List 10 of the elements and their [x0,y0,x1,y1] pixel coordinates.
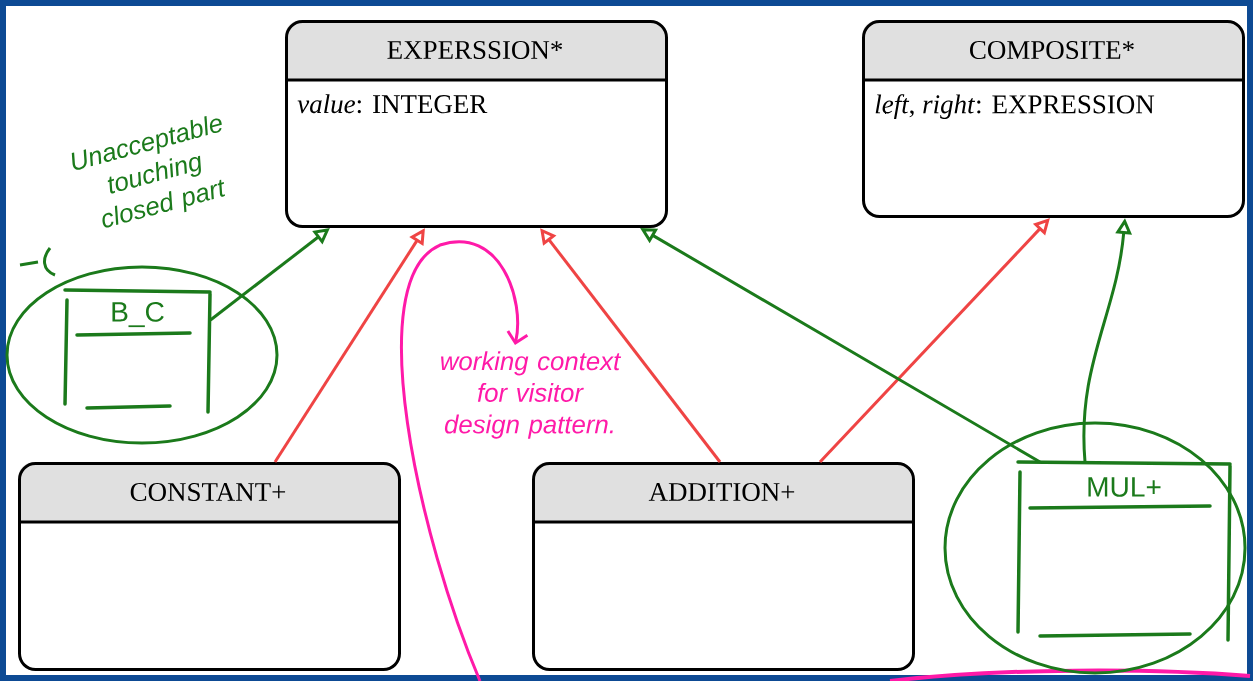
arrow [818,218,1050,464]
class-box: COMPOSITE* left, right: EXPRESSION [862,20,1245,218]
circled-group [5,265,279,445]
sketched-class-box: B_C [63,288,212,414]
handwritten-note: working context for visitor design pattern. [441,351,622,439]
sketched-class-box: MUL+ [1016,460,1232,642]
class-box: CONSTANT+ [18,462,401,671]
circled-group [943,421,1247,675]
class-box: EXPERSSION* value: INTEGER [285,20,668,228]
class-box: ADDITION+ [532,462,915,671]
